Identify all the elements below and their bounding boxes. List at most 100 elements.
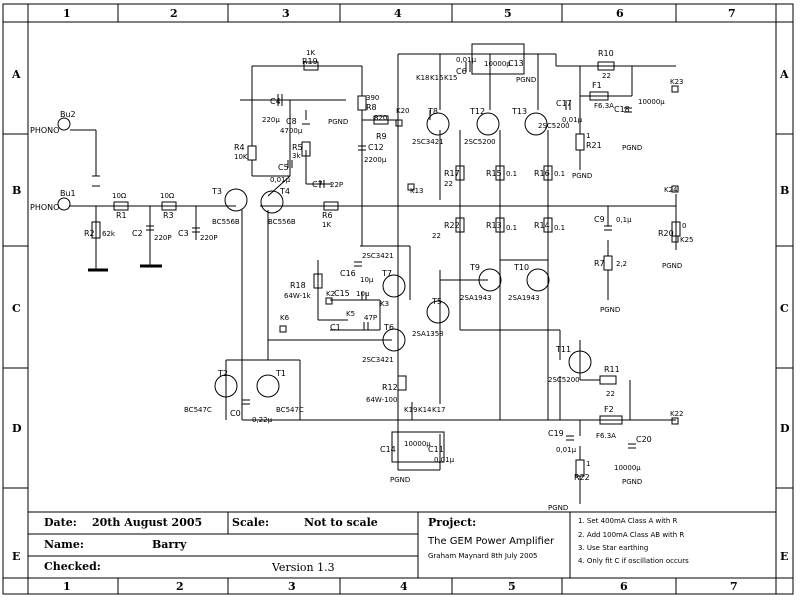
label-k5: K5 <box>346 310 355 318</box>
label-t6t: 2SC3421 <box>362 356 394 364</box>
label-c11: C11 <box>428 445 444 454</box>
connector-k6 <box>279 325 287 333</box>
label-r6: R6 <box>322 211 333 220</box>
label-r8: R8 <box>366 103 377 112</box>
resistor-r3 <box>161 201 177 211</box>
col-label-4: 4 <box>394 7 402 20</box>
label-c19: C19 <box>548 429 564 438</box>
label-f2: F2 <box>604 405 614 414</box>
label-t10: T10 <box>513 263 529 272</box>
transistor-t2 <box>214 374 238 398</box>
label-c9: C9 <box>594 215 605 224</box>
label-pgnd-2: PGND <box>516 76 536 84</box>
row-label-d: D <box>12 422 22 435</box>
label-c0v: 0,22μ <box>252 416 273 424</box>
label-r18v: 64W-1k <box>284 292 312 300</box>
label-c3v: 220P <box>200 234 218 242</box>
connector-k13 <box>407 183 415 191</box>
author: Graham Maynard 8th July 2005 <box>428 552 537 560</box>
checked-label: Checked: <box>44 560 101 573</box>
label-c19v: 0,01μ <box>556 446 577 454</box>
label-r5v: 3k <box>292 152 301 160</box>
label-phono1: PHONO <box>30 203 59 212</box>
date-value: 20th August 2005 <box>92 516 202 529</box>
label-k2: K2 <box>326 290 335 298</box>
label-r1v: 10Ω <box>112 192 127 200</box>
resistor-r19 <box>303 61 319 71</box>
label-c9v: 0,1μ <box>616 216 632 224</box>
label-r3v: 10Ω <box>160 192 175 200</box>
connector-k22 <box>671 417 679 425</box>
label-r7: R7 <box>594 259 605 268</box>
row-label-a: A <box>11 68 21 81</box>
row-label-b: B <box>12 184 21 197</box>
label-t8: T8 <box>427 107 438 116</box>
transistor-t1 <box>256 374 280 398</box>
label-r8v: 390 <box>366 94 379 102</box>
components <box>57 43 681 477</box>
label-t4t: BC556B <box>268 218 296 226</box>
label-c1: C1 <box>330 323 341 332</box>
label-c11v: 0,01μ <box>434 456 455 464</box>
resistor-r16 <box>543 165 553 181</box>
label-r11: R11 <box>604 365 620 374</box>
label-c4v: 220μ <box>262 116 280 124</box>
col-label-2: 2 <box>170 7 178 20</box>
label-r7v: 2,2 <box>616 260 627 268</box>
phono-jack-bu1 <box>57 197 71 211</box>
label-pgnd-7: PGND <box>390 476 410 484</box>
label-t13: T13 <box>511 107 527 116</box>
col-label-1-bottom: 1 <box>63 580 71 593</box>
label-c2v: 220P <box>154 234 172 242</box>
row-label-e: E <box>12 550 20 563</box>
resistor-r22b <box>455 217 465 233</box>
label-r14: R14 <box>534 221 550 230</box>
label-t13t: 2SC5200 <box>538 122 570 130</box>
transistor-t4 <box>260 190 284 214</box>
label-k24: K24 <box>664 186 678 194</box>
resistor-r6 <box>323 201 339 211</box>
note-3: 3. Use Star earthing <box>578 544 648 552</box>
label-r22: R22 <box>574 473 590 482</box>
label-c20v: 10000μ <box>614 464 641 472</box>
label-r12: R12 <box>382 383 398 392</box>
scale-value: Not to scale <box>304 516 378 529</box>
label-t1t: BC547C <box>276 406 304 414</box>
label-c13v: 10000μ <box>484 60 511 68</box>
label-pgnd-8: PGND <box>622 478 642 486</box>
label-r11v: 22 <box>606 390 615 398</box>
label-r13v: 0.1 <box>506 224 517 232</box>
transistor-t9 <box>478 268 502 292</box>
fuse-f1 <box>589 91 609 101</box>
transistor-t13 <box>524 112 548 136</box>
label-c8v: 4700μ <box>280 127 303 135</box>
label-r12v: 64W-100 <box>366 396 397 404</box>
label-c16: C16 <box>340 269 356 278</box>
col-label-6-bottom: 6 <box>620 580 628 593</box>
label-r15v: 0.1 <box>506 170 517 178</box>
row-label-c: C <box>12 302 21 315</box>
project-label: Project: <box>428 516 476 529</box>
col-label-7: 7 <box>728 7 736 20</box>
transistor-t7 <box>382 274 406 298</box>
component-labels: Bu2 PHONO Bu1 PHONO 10Ω R1 10Ω R3 R2 62k… <box>30 49 694 512</box>
label-phono2: PHONO <box>30 126 59 135</box>
label-r10v: 22 <box>602 72 611 80</box>
label-c5: C5 <box>278 163 289 172</box>
label-pgnd-3: PGND <box>622 144 642 152</box>
label-r18: R18 <box>290 281 306 290</box>
label-c15: C15 <box>334 289 350 298</box>
label-k17: K17 <box>432 406 446 414</box>
trimmer-r12 <box>397 375 407 391</box>
phono-jack-bu2 <box>57 117 71 131</box>
col-label-4-bottom: 4 <box>400 580 408 593</box>
resistor-r15 <box>495 165 505 181</box>
note-2: 2. Add 100mA Class AB with R <box>578 531 684 539</box>
label-bu1: Bu1 <box>60 189 76 198</box>
transistor-t8 <box>426 112 450 136</box>
version: Version 1.3 <box>271 561 335 574</box>
label-c18v: 10000μ <box>638 98 665 106</box>
label-r16v: 0.1 <box>554 170 565 178</box>
label-c12v: 2200μ <box>364 156 387 164</box>
label-r17v: 22 <box>444 180 453 188</box>
